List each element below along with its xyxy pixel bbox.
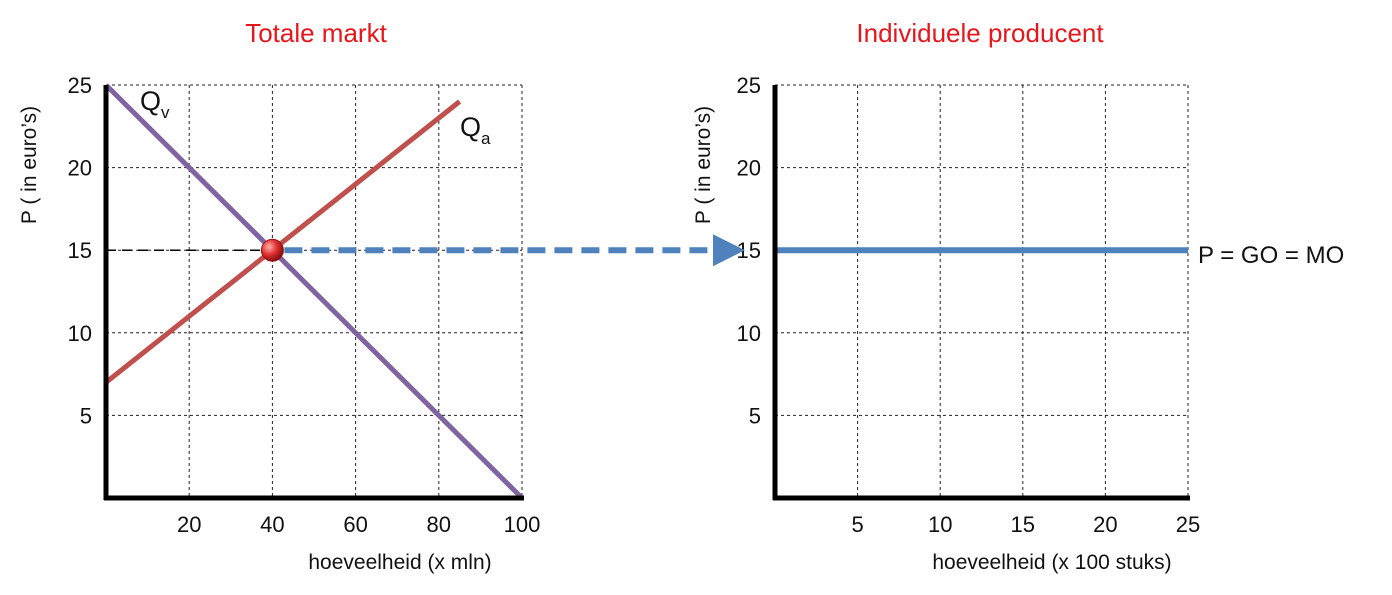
x-tick-label: 5 — [851, 512, 863, 537]
tick-labels: 20 40 60 80 100 5 10 15 20 25 — [68, 73, 541, 537]
chart-individual-producer: Individuele producent hoeveelheid (x 100… — [692, 18, 1344, 574]
x-tick-label: 20 — [177, 512, 201, 537]
x-tick-label: 60 — [343, 512, 367, 537]
y-axis-label: P ( in euro’s) — [18, 106, 41, 224]
connector-arrow-head — [713, 234, 745, 267]
x-tick-label: 40 — [260, 512, 284, 537]
x-tick-label: 25 — [1176, 512, 1200, 537]
equilibrium-layer — [106, 238, 284, 262]
grid — [106, 84, 523, 498]
supply-curve — [104, 99, 462, 385]
x-tick-label: 15 — [1011, 512, 1035, 537]
y-tick-label: 20 — [68, 156, 92, 181]
y-tick-label: 25 — [737, 73, 761, 98]
price-line-label: P = GO = MO — [1198, 242, 1344, 269]
connector-layer — [284, 234, 745, 267]
y-tick-label: 10 — [68, 321, 92, 346]
x-tick-label: 20 — [1093, 512, 1117, 537]
series-layer — [104, 83, 524, 500]
y-axis-label: P ( in euro’s) — [692, 106, 715, 224]
y-tick-label: 15 — [68, 238, 92, 263]
grid — [775, 84, 1189, 498]
demand-curve-label: Qv — [140, 86, 170, 122]
chart-title: Individuele producent — [856, 18, 1104, 48]
x-tick-label: 80 — [427, 512, 451, 537]
y-tick-label: 5 — [749, 403, 761, 428]
x-axis-label: hoeveelheid (x mln) — [308, 551, 491, 574]
demand-curve — [104, 83, 524, 500]
y-tick-label: 25 — [68, 73, 92, 98]
equilibrium-point — [260, 238, 284, 262]
x-axis-label: hoeveelheid (x 100 stuks) — [932, 551, 1171, 574]
x-tick-label: 10 — [928, 512, 952, 537]
supply-curve-label: Qa — [460, 112, 491, 148]
x-tick-label: 100 — [504, 512, 541, 537]
y-tick-label: 5 — [80, 403, 92, 428]
chart-total-market: Totale markt hoeveelheid (x mln) P ( in … — [18, 18, 540, 574]
axes — [772, 85, 1190, 501]
y-tick-label: 10 — [737, 321, 761, 346]
series-labels: Qv Qa — [140, 86, 491, 148]
chart-title: Totale markt — [245, 18, 387, 48]
y-tick-label: 20 — [737, 156, 761, 181]
axes — [103, 85, 524, 501]
